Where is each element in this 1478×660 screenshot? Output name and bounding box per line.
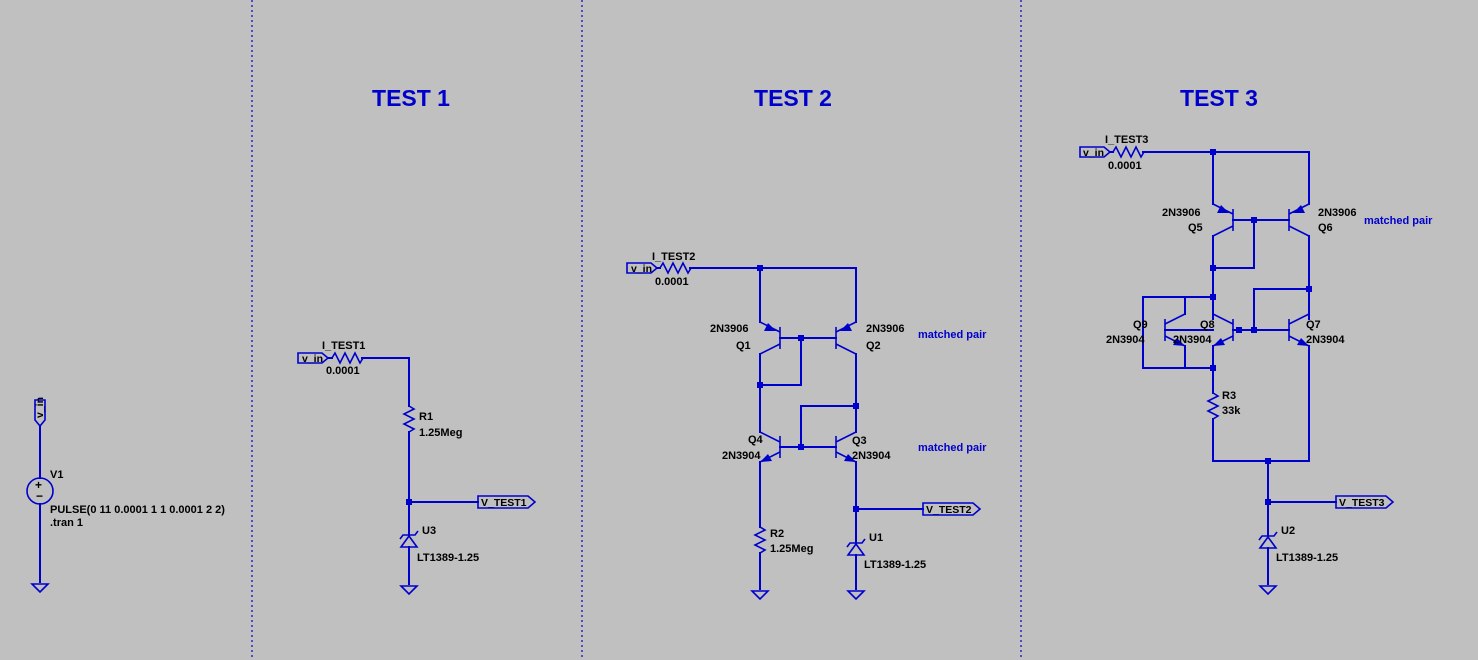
svg-text:2N3904: 2N3904	[722, 450, 761, 462]
svg-text:U2: U2	[1281, 525, 1295, 537]
title-test3: TEST 3	[1180, 85, 1258, 111]
svg-text:v_in: v_in	[631, 263, 652, 275]
current-source-i-test3[interactable]	[1112, 145, 1145, 159]
net-flag-v-test2	[922, 502, 982, 516]
voltage-source-v1[interactable]: v_in + − V1 PULSE(0 11 0.0001 1 1 0.0001…	[26, 397, 225, 593]
tran-directive[interactable]: .tran 1	[50, 517, 83, 529]
svg-text:I_TEST2: I_TEST2	[652, 251, 695, 263]
svg-text:2N3906: 2N3906	[710, 323, 749, 335]
net-flag-vin-test2	[626, 262, 659, 274]
net-flag-v-test1	[477, 495, 537, 509]
transistor-q2[interactable]	[835, 321, 857, 355]
transistor-q9[interactable]	[1164, 313, 1186, 347]
reference-diode-u1[interactable]	[846, 542, 866, 556]
svg-text:0.0001: 0.0001	[655, 276, 689, 288]
svg-text:1.25Meg: 1.25Meg	[419, 427, 462, 439]
svg-text:v_in: v_in	[302, 353, 323, 365]
matched-pair-note-1: matched pair	[918, 329, 987, 341]
svg-text:v_in: v_in	[1083, 147, 1104, 159]
resistor-r1[interactable]	[402, 405, 416, 433]
svg-text:2N3906: 2N3906	[866, 323, 905, 335]
svg-text:0.0001: 0.0001	[1108, 160, 1142, 172]
reference-diode-u2[interactable]	[1258, 535, 1278, 549]
net-flag-vin-test3	[1079, 146, 1112, 158]
svg-text:R3: R3	[1222, 390, 1236, 402]
test3-circuit[interactable]: v_in I_TEST3 0.0001 2N3906 Q5 2N3906	[1079, 134, 1433, 595]
transistor-q7[interactable]	[1288, 313, 1310, 347]
ground-icon	[847, 590, 865, 600]
ground-icon	[400, 585, 418, 595]
current-source-i-test2[interactable]	[659, 261, 692, 275]
transistor-q8[interactable]	[1212, 313, 1234, 347]
transistor-q1[interactable]	[759, 321, 781, 355]
net-flag-vin-test1	[297, 352, 330, 364]
svg-text:R2: R2	[770, 528, 784, 540]
svg-text:U3: U3	[422, 525, 436, 537]
transistor-q6[interactable]	[1288, 203, 1310, 237]
current-source-i-test1[interactable]	[331, 351, 364, 365]
matched-pair-note-2: matched pair	[918, 442, 987, 454]
svg-text:2N3906: 2N3906	[1162, 207, 1201, 219]
net-label-vin: v_in	[34, 397, 46, 418]
svg-text:LT1389-1.25: LT1389-1.25	[864, 559, 926, 571]
svg-text:LT1389-1.25: LT1389-1.25	[1276, 552, 1338, 564]
net-flag-vin	[34, 399, 46, 428]
svg-text:+: +	[35, 478, 42, 492]
transistor-q4[interactable]	[759, 431, 781, 463]
svg-text:Q7: Q7	[1306, 319, 1321, 331]
transistor-q3[interactable]	[835, 431, 857, 463]
svg-text:2N3904: 2N3904	[1173, 334, 1212, 346]
svg-text:V_TEST1: V_TEST1	[481, 497, 527, 509]
ground-icon	[31, 583, 49, 593]
svg-text:Q8: Q8	[1200, 319, 1215, 331]
svg-text:2N3904: 2N3904	[852, 450, 891, 462]
svg-text:Q9: Q9	[1133, 319, 1148, 331]
svg-text:Q2: Q2	[866, 340, 881, 352]
svg-text:−: −	[36, 489, 43, 503]
svg-text:V_TEST3: V_TEST3	[1339, 497, 1385, 509]
test2-circuit[interactable]: v_in I_TEST2 0.0001 2N3906 Q1 2N3906	[626, 251, 987, 600]
svg-text:R1: R1	[419, 411, 433, 423]
net-flag-v-test3	[1335, 495, 1395, 509]
svg-text:Q4: Q4	[748, 434, 764, 446]
svg-text:LT1389-1.25: LT1389-1.25	[417, 552, 479, 564]
svg-text:V_TEST2: V_TEST2	[926, 504, 972, 516]
transistor-q5[interactable]	[1212, 203, 1234, 237]
svg-text:Q5: Q5	[1188, 222, 1203, 234]
svg-text:2N3906: 2N3906	[1318, 207, 1357, 219]
test1-circuit[interactable]: v_in I_TEST1 0.0001 R1 1.25Meg V_TEST1 U…	[297, 340, 537, 595]
svg-text:Q3: Q3	[852, 435, 867, 447]
svg-text:2N3904: 2N3904	[1306, 334, 1345, 346]
svg-text:I_TEST1: I_TEST1	[322, 340, 365, 352]
svg-text:I_TEST3: I_TEST3	[1105, 134, 1148, 146]
svg-text:Q1: Q1	[736, 340, 751, 352]
svg-text:33k: 33k	[1222, 405, 1241, 417]
resistor-r2[interactable]	[753, 526, 767, 554]
title-test2: TEST 2	[754, 85, 832, 111]
v1-ref: V1	[50, 469, 63, 481]
reference-diode-u3[interactable]	[399, 534, 419, 548]
svg-text:2N3904: 2N3904	[1106, 334, 1145, 346]
svg-text:U1: U1	[869, 532, 883, 544]
resistor-r3[interactable]	[1206, 392, 1220, 420]
v1-value: PULSE(0 11 0.0001 1 1 0.0001 2 2)	[50, 504, 225, 516]
title-test1: TEST 1	[372, 85, 450, 111]
svg-text:0.0001: 0.0001	[326, 365, 360, 377]
ground-icon	[751, 590, 769, 600]
matched-pair-note-3: matched pair	[1364, 215, 1433, 227]
ground-icon	[1259, 585, 1277, 595]
svg-text:1.25Meg: 1.25Meg	[770, 543, 813, 555]
svg-text:Q6: Q6	[1318, 222, 1333, 234]
